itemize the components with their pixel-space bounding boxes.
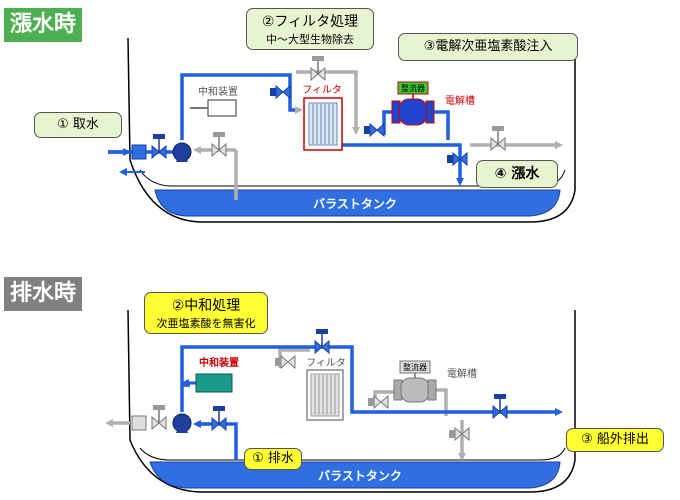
ballasting-step-label: ④ 漲水 — [494, 166, 540, 182]
top-pump-icon — [172, 142, 192, 162]
bottom-ship-hull — [127, 309, 576, 493]
top-tank-label: バラストタンク — [313, 197, 397, 211]
filter-step-label: ②フィルタ処理 — [261, 14, 359, 30]
bottom-electrolyzer — [393, 377, 437, 403]
bottom-intake-valve-icon — [151, 405, 167, 431]
bottom-filter-label: フィルタ — [306, 357, 346, 369]
ballasting-step-box: ④ 漲水 — [476, 160, 558, 188]
deballast-step-box: ① 排水 — [244, 448, 302, 470]
bottom-pump-icon — [172, 413, 192, 433]
discharge-step-box: ③ 船外排出 — [566, 428, 664, 452]
neutralize-step-box: ②中和処理 次亜塩素酸を無害化 — [144, 292, 268, 334]
top-filter-inlet-valve-icon — [270, 84, 291, 100]
bottom-neutralizer-label: 中和装置 — [199, 356, 239, 369]
bottom-upper-valve-icon — [314, 329, 330, 355]
bottom-neutralizer — [195, 373, 233, 393]
filter-step-box: ②フィルタ処理 中～大型生物除去 — [246, 8, 374, 50]
top-neutralizer — [207, 99, 237, 117]
top-intake-valve-icon — [151, 134, 167, 160]
electrolysis-step-label: ③電解次亜塩素酸注入 — [423, 39, 553, 54]
deballasting-title: 排水時 — [4, 277, 83, 311]
top-overboard-valve-icon — [490, 126, 506, 152]
discharge-step-label: ③ 船外排出 — [581, 432, 649, 447]
top-filter — [303, 97, 343, 151]
top-ship-hull — [127, 37, 576, 223]
top-ballast-tank — [154, 189, 561, 217]
bottom-bypass-valve-icon — [211, 406, 227, 432]
filter-step-sublabel: 中～大型生物除去 — [266, 33, 354, 46]
top-electrolyzer-label: 電解槽 — [445, 94, 475, 107]
top-filter-label: フィルタ — [302, 84, 342, 96]
neutralize-step-sublabel: 次亜塩素酸を無害化 — [156, 317, 256, 330]
bottom-overboard-valve-icon — [492, 394, 508, 420]
top-filter-bypass-valve-icon — [310, 56, 326, 82]
intake-step-label: ① 取水 — [57, 117, 99, 132]
top-bypass-valve-icon — [211, 132, 227, 158]
electrolysis-step-box: ③電解次亜塩素酸注入 — [398, 33, 578, 61]
bottom-electrolyzer-label: 電解槽 — [447, 367, 477, 380]
intake-step-box: ① 取水 — [34, 112, 122, 138]
bottom-filter — [306, 369, 344, 421]
bottom-filter-valve-icon — [275, 354, 296, 370]
top-rectifier-label: 整流器 — [401, 83, 425, 93]
top-electrolyzer — [391, 98, 435, 126]
bottom-strainer — [131, 415, 147, 431]
bottom-rectifier-label: 整流器 — [403, 362, 427, 372]
bottom-tank-valve-icon — [449, 426, 470, 442]
top-tank-valve-icon — [447, 151, 468, 167]
deballast-step-label: ① 排水 — [252, 451, 294, 466]
top-electrolyzer-valve-icon — [364, 122, 385, 138]
bottom-electrolyzer-valve-icon — [368, 394, 389, 410]
neutralize-step-label: ②中和処理 — [171, 298, 241, 314]
top-strainer — [131, 144, 147, 160]
bottom-tank-label: バラストタンク — [318, 469, 402, 483]
ballasting-title: 漲水時 — [4, 8, 83, 42]
top-neutralizer-label: 中和装置 — [198, 85, 238, 98]
